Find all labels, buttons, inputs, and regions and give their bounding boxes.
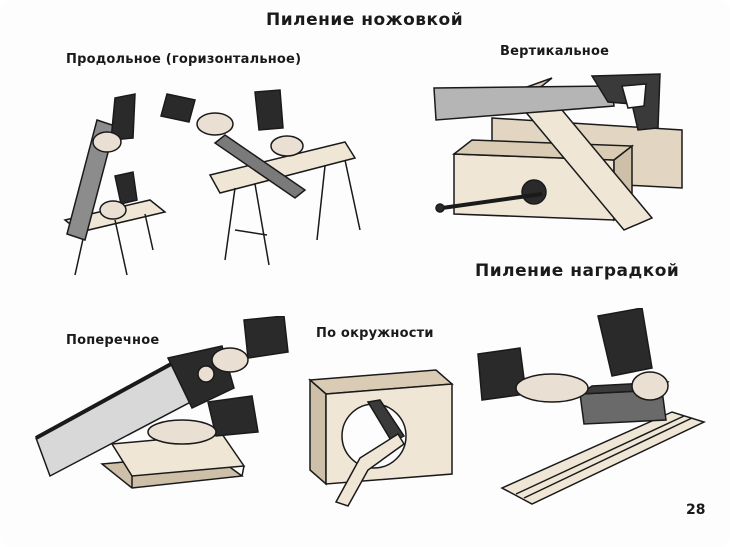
vertical-sawing-illustration <box>433 73 683 231</box>
caption-cross: Поперечное <box>66 333 160 348</box>
caption-longitudinal: Продольное (горизонтальное) <box>66 52 302 67</box>
circle-sawing-illustration <box>308 369 454 507</box>
caption-circle: По окружности <box>316 326 434 341</box>
longitudinal-sawing-illustration <box>63 89 361 276</box>
page-number: 28 <box>686 502 706 518</box>
nagradka-sawing-illustration <box>477 308 707 505</box>
cross-sawing-illustration <box>35 316 289 489</box>
caption-vertical: Вертикальное <box>500 44 610 59</box>
section-title: Пиление наградкой <box>475 261 680 281</box>
page-title: Пиление ножовкой <box>266 10 464 30</box>
